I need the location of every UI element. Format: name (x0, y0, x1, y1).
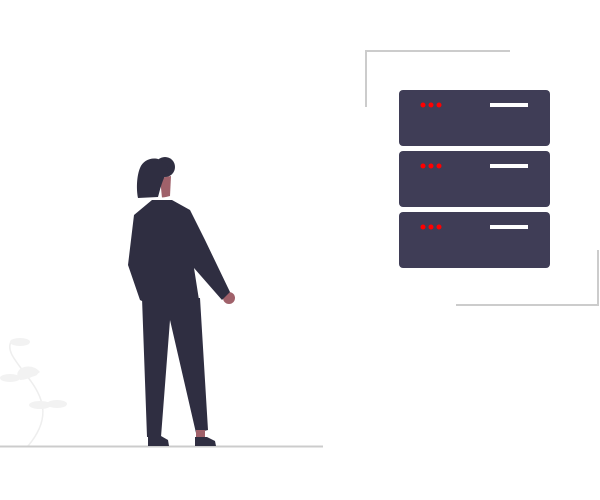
status-led-icon (420, 163, 426, 169)
ankle (196, 430, 205, 438)
status-led-icon (420, 102, 426, 108)
drive-slot (490, 164, 528, 168)
face (160, 176, 171, 198)
status-led-icon (436, 224, 442, 230)
server-body (399, 90, 550, 146)
server-unit (399, 151, 550, 207)
plant-decoration (0, 338, 67, 447)
hair (136, 158, 168, 198)
drive-slot (490, 103, 528, 107)
frame-corner-bottom-right (456, 250, 599, 306)
status-led-icon (428, 163, 434, 169)
status-led-icon (428, 102, 434, 108)
person-figure (128, 157, 235, 446)
status-led-icon (436, 102, 442, 108)
server-body (399, 151, 550, 207)
server-rack (399, 90, 550, 268)
server-unit (399, 90, 550, 146)
server-unit (399, 212, 550, 268)
shoe-right (195, 437, 216, 446)
frame-corner-top-left (365, 50, 510, 107)
drive-slot (490, 225, 528, 229)
status-led-icon (436, 163, 442, 169)
status-led-icon (428, 224, 434, 230)
server-body (399, 212, 550, 268)
torso-arm (128, 200, 230, 305)
status-led-icon (420, 224, 426, 230)
shoe-left (148, 436, 169, 446)
legs (142, 298, 208, 437)
